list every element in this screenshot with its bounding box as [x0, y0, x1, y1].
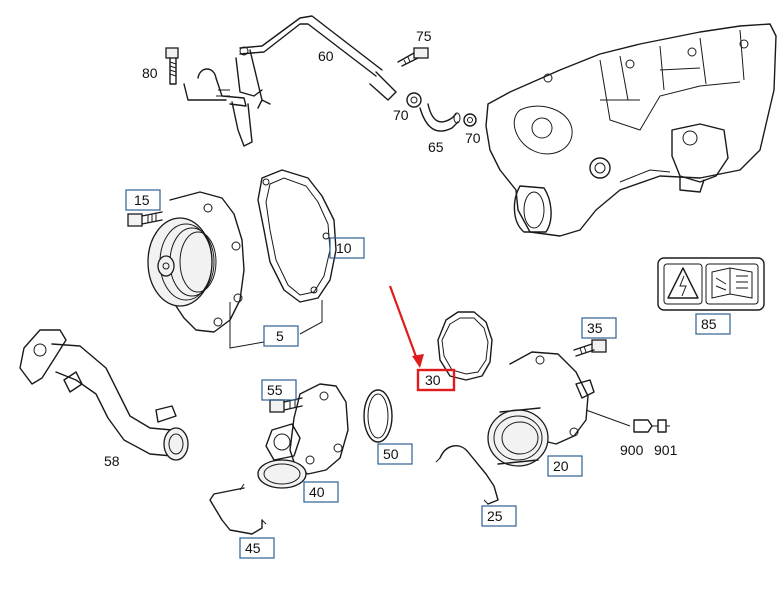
seal-ring-50	[363, 389, 393, 443]
label-15: 15	[134, 192, 150, 208]
bolt-15	[127, 211, 163, 227]
thermostat-20	[487, 351, 631, 467]
label-55: 55	[267, 382, 283, 398]
hose-58	[19, 329, 189, 461]
label-box-5	[263, 325, 299, 347]
label-box-30-highlight	[416, 368, 456, 392]
label-75: 75	[416, 28, 432, 44]
label-box-35	[581, 317, 617, 339]
label-70a: 70	[393, 107, 409, 123]
label-box-45	[239, 537, 275, 559]
label-5: 5	[276, 328, 284, 344]
label-40: 40	[309, 484, 325, 500]
label-901: 901	[654, 442, 678, 458]
label-50: 50	[383, 446, 399, 462]
water-pump	[147, 191, 245, 333]
label-box-15	[125, 189, 161, 211]
gasket-30	[437, 311, 493, 381]
label-58: 58	[104, 453, 120, 469]
clip-45	[209, 483, 267, 535]
hose-65	[419, 103, 461, 132]
label-25: 25	[487, 508, 503, 524]
gasket-10	[257, 169, 337, 303]
engine-housing	[485, 23, 777, 237]
label-box-25	[481, 505, 517, 527]
sensor-900	[633, 419, 658, 433]
label-45: 45	[245, 540, 261, 556]
label-box-40	[303, 481, 339, 503]
label-boxes	[125, 189, 731, 559]
label-box-10	[329, 237, 365, 259]
high-voltage-icon	[667, 267, 699, 299]
label-70b: 70	[465, 130, 481, 146]
label-65: 65	[428, 139, 444, 155]
leader-5	[229, 300, 323, 349]
label-box-50	[377, 443, 413, 465]
label-box-20	[547, 455, 583, 477]
highlight-arrow	[388, 285, 424, 368]
bolt-35	[573, 339, 607, 357]
clip-25	[435, 445, 499, 505]
bolt-75	[397, 47, 429, 67]
label-20: 20	[553, 458, 569, 474]
wrench-icon	[715, 277, 727, 291]
clamp-70b	[463, 113, 477, 127]
label-80: 80	[142, 65, 158, 81]
label-85: 85	[701, 316, 717, 332]
clamp-70a	[406, 92, 422, 108]
thermostat-housing-40	[257, 383, 349, 489]
label-60: 60	[318, 48, 334, 64]
label-35: 35	[587, 320, 603, 336]
label-900: 900	[620, 442, 644, 458]
warning-label-85	[657, 257, 765, 311]
labels: 60 75 80 70 70 65 15 10 5 35 85 55 30 58…	[104, 28, 717, 556]
pipe-assembly-60	[183, 15, 397, 147]
label-box-85	[695, 313, 731, 335]
label-30: 30	[425, 372, 441, 388]
sensor-901	[657, 419, 670, 433]
bolt-80	[165, 47, 179, 85]
label-10: 10	[336, 240, 352, 256]
label-box-55	[261, 379, 297, 401]
manual-book-icon	[711, 267, 753, 299]
